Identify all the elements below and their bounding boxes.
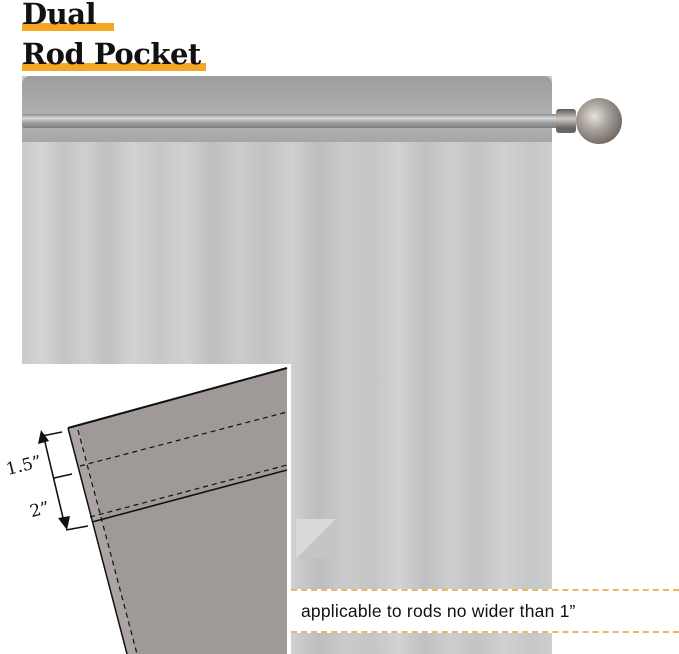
rod-width-note: applicable to rods no wider than 1” [291, 589, 679, 633]
title-highlight-bar [22, 63, 206, 71]
title-highlight-bar [22, 23, 114, 31]
title-line-1: Dual [22, 0, 114, 31]
fabric-fold-corner [296, 519, 336, 559]
curtain-rod [22, 114, 567, 128]
title-line-2: Rod Pocket [22, 40, 206, 71]
curtain-rod-pocket-header [22, 76, 552, 142]
pocket-diagram-icon [38, 367, 288, 654]
finial-ball-icon [576, 98, 622, 144]
rod-collar [556, 109, 576, 133]
rod-width-note-text: applicable to rods no wider than 1” [301, 600, 576, 621]
rod-pocket-diagram: 1.5” 2” [0, 364, 291, 654]
